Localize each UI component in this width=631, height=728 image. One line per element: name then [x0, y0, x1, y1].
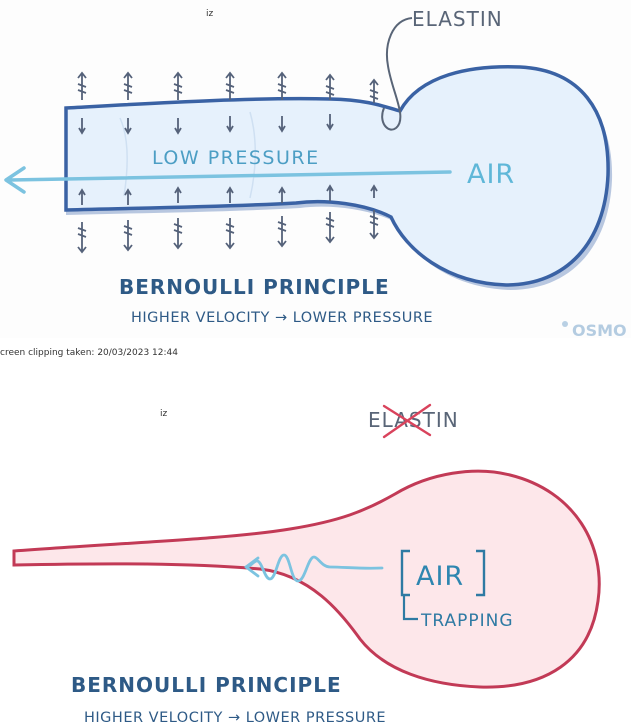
panel-marker: iz	[206, 9, 214, 19]
cross-mark-icon	[382, 403, 432, 439]
diagram-subtitle: HIGHER VELOCITY → LOWER PRESSURE	[84, 710, 386, 726]
low-pressure-label: LOW PRESSURE	[152, 147, 320, 169]
air-label: AIR	[416, 561, 464, 592]
diagram-subtitle: HIGHER VELOCITY → LOWER PRESSURE	[131, 310, 433, 326]
collapsed-airway-body	[12, 469, 601, 689]
trapped-air-squiggle	[244, 553, 384, 583]
elastin-leader	[381, 17, 413, 131]
squiggle-arrowhead-icon	[244, 556, 260, 578]
trapping-leader	[402, 595, 418, 621]
diagram-title: BERNOULLI PRINCIPLE	[71, 673, 342, 697]
watermark-dot-icon	[562, 321, 568, 327]
screen-clipping-caption: creen clipping taken: 20/03/2023 12:44	[0, 348, 178, 358]
diagram-panel-top: ELASTIN LOW PRESSURE AIR iz BERNOUL	[0, 0, 631, 338]
elastin-label-crossed: ELASTIN	[368, 408, 459, 432]
airway-body	[64, 65, 610, 287]
elastin-label: ELASTIN	[412, 7, 503, 31]
airflow-arrow	[4, 166, 452, 194]
air-label: AIR	[467, 159, 515, 190]
bernoulli-diagram-collapsed: iz ELASTIN AIR TRAPPING BERNOULLI PRINCI…	[12, 403, 601, 726]
trapping-label: TRAPPING	[420, 611, 514, 631]
osmosis-watermark: OSMO	[572, 321, 627, 338]
top-pressure-arrows	[77, 71, 379, 135]
bottom-pressure-arrows	[77, 184, 379, 254]
bernoulli-diagram-open: ELASTIN LOW PRESSURE AIR iz BERNOUL	[4, 7, 627, 338]
air-bracket	[400, 549, 486, 597]
diagram-panel-bottom: iz ELASTIN AIR TRAPPING BERNOULLI PRINCI…	[0, 371, 631, 728]
diagram-title: BERNOULLI PRINCIPLE	[119, 275, 390, 299]
panel-marker: iz	[160, 409, 168, 419]
